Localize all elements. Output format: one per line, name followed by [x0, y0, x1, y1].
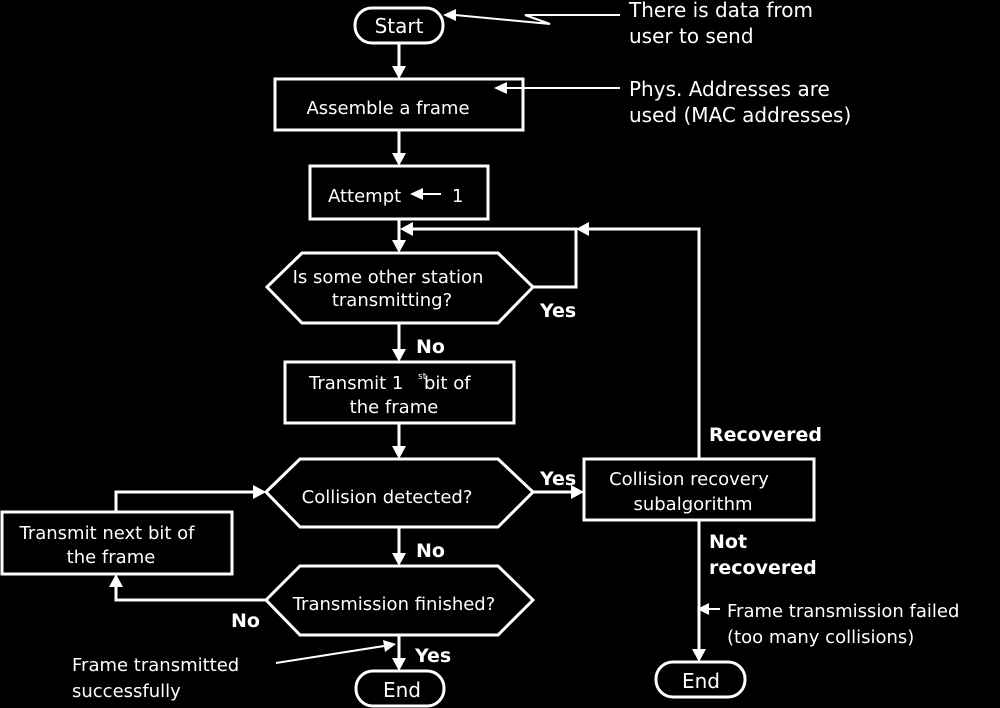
recovered-label: Recovered	[709, 424, 822, 446]
finished-question-label: Transmission finished?	[292, 594, 496, 615]
collision-question-label: Collision detected?	[302, 487, 473, 508]
no-station-label: No	[416, 336, 445, 358]
phys-annotation-line2: used (MAC addresses)	[629, 103, 851, 127]
no-finished-label: No	[231, 610, 260, 632]
end-terminal-left	[354, 669, 446, 708]
recovery-line2: subalgorithm	[633, 494, 752, 515]
transmission-finished-decision	[263, 564, 536, 637]
yes-station-label: Yes	[539, 300, 576, 322]
not-recovered-line2: recovered	[709, 557, 817, 579]
data-annotation-line1: There is data from	[628, 0, 813, 22]
transmit-first-line1: Transmit 1	[308, 373, 403, 394]
not-recovered-line1: Not	[709, 531, 747, 553]
connectors	[109, 9, 720, 671]
transmit-next-line1: Transmit next bit of	[18, 523, 195, 544]
success-annotation-line1: Frame transmitted	[72, 655, 239, 676]
attempt-label: Attempt	[328, 186, 401, 207]
failed-annotation-line1: Frame transmission failed	[727, 601, 959, 622]
failed-annotation-line2: (too many collisions)	[727, 627, 914, 648]
transmit-first-sup: st	[418, 372, 427, 382]
station-question-line1: Is some other station	[293, 267, 484, 288]
transmit-first-line2: the frame	[350, 397, 439, 418]
data-annotation-line2: user to send	[629, 24, 754, 48]
yes-finished-label: Yes	[414, 645, 451, 667]
assemble-frame-label: Assemble a frame	[306, 98, 469, 119]
end-terminal-right	[654, 660, 747, 699]
recovery-line1: Collision recovery	[609, 469, 769, 490]
station-question-line2: transmitting?	[332, 290, 452, 311]
end-left-label: End	[383, 678, 421, 702]
start-label: Start	[375, 14, 424, 38]
success-annotation-line2: successfully	[72, 681, 181, 702]
station-transmitting-decision	[264, 251, 536, 325]
transmit-next-line2: the frame	[67, 547, 156, 568]
no-collision-label: No	[416, 540, 445, 562]
attempt-value: 1	[452, 186, 463, 207]
transmit-first-line1b: bit of	[424, 373, 471, 394]
phys-annotation-line1: Phys. Addresses are	[629, 77, 830, 101]
yes-collision-label: Yes	[539, 468, 576, 490]
end-right-label: End	[682, 669, 720, 693]
